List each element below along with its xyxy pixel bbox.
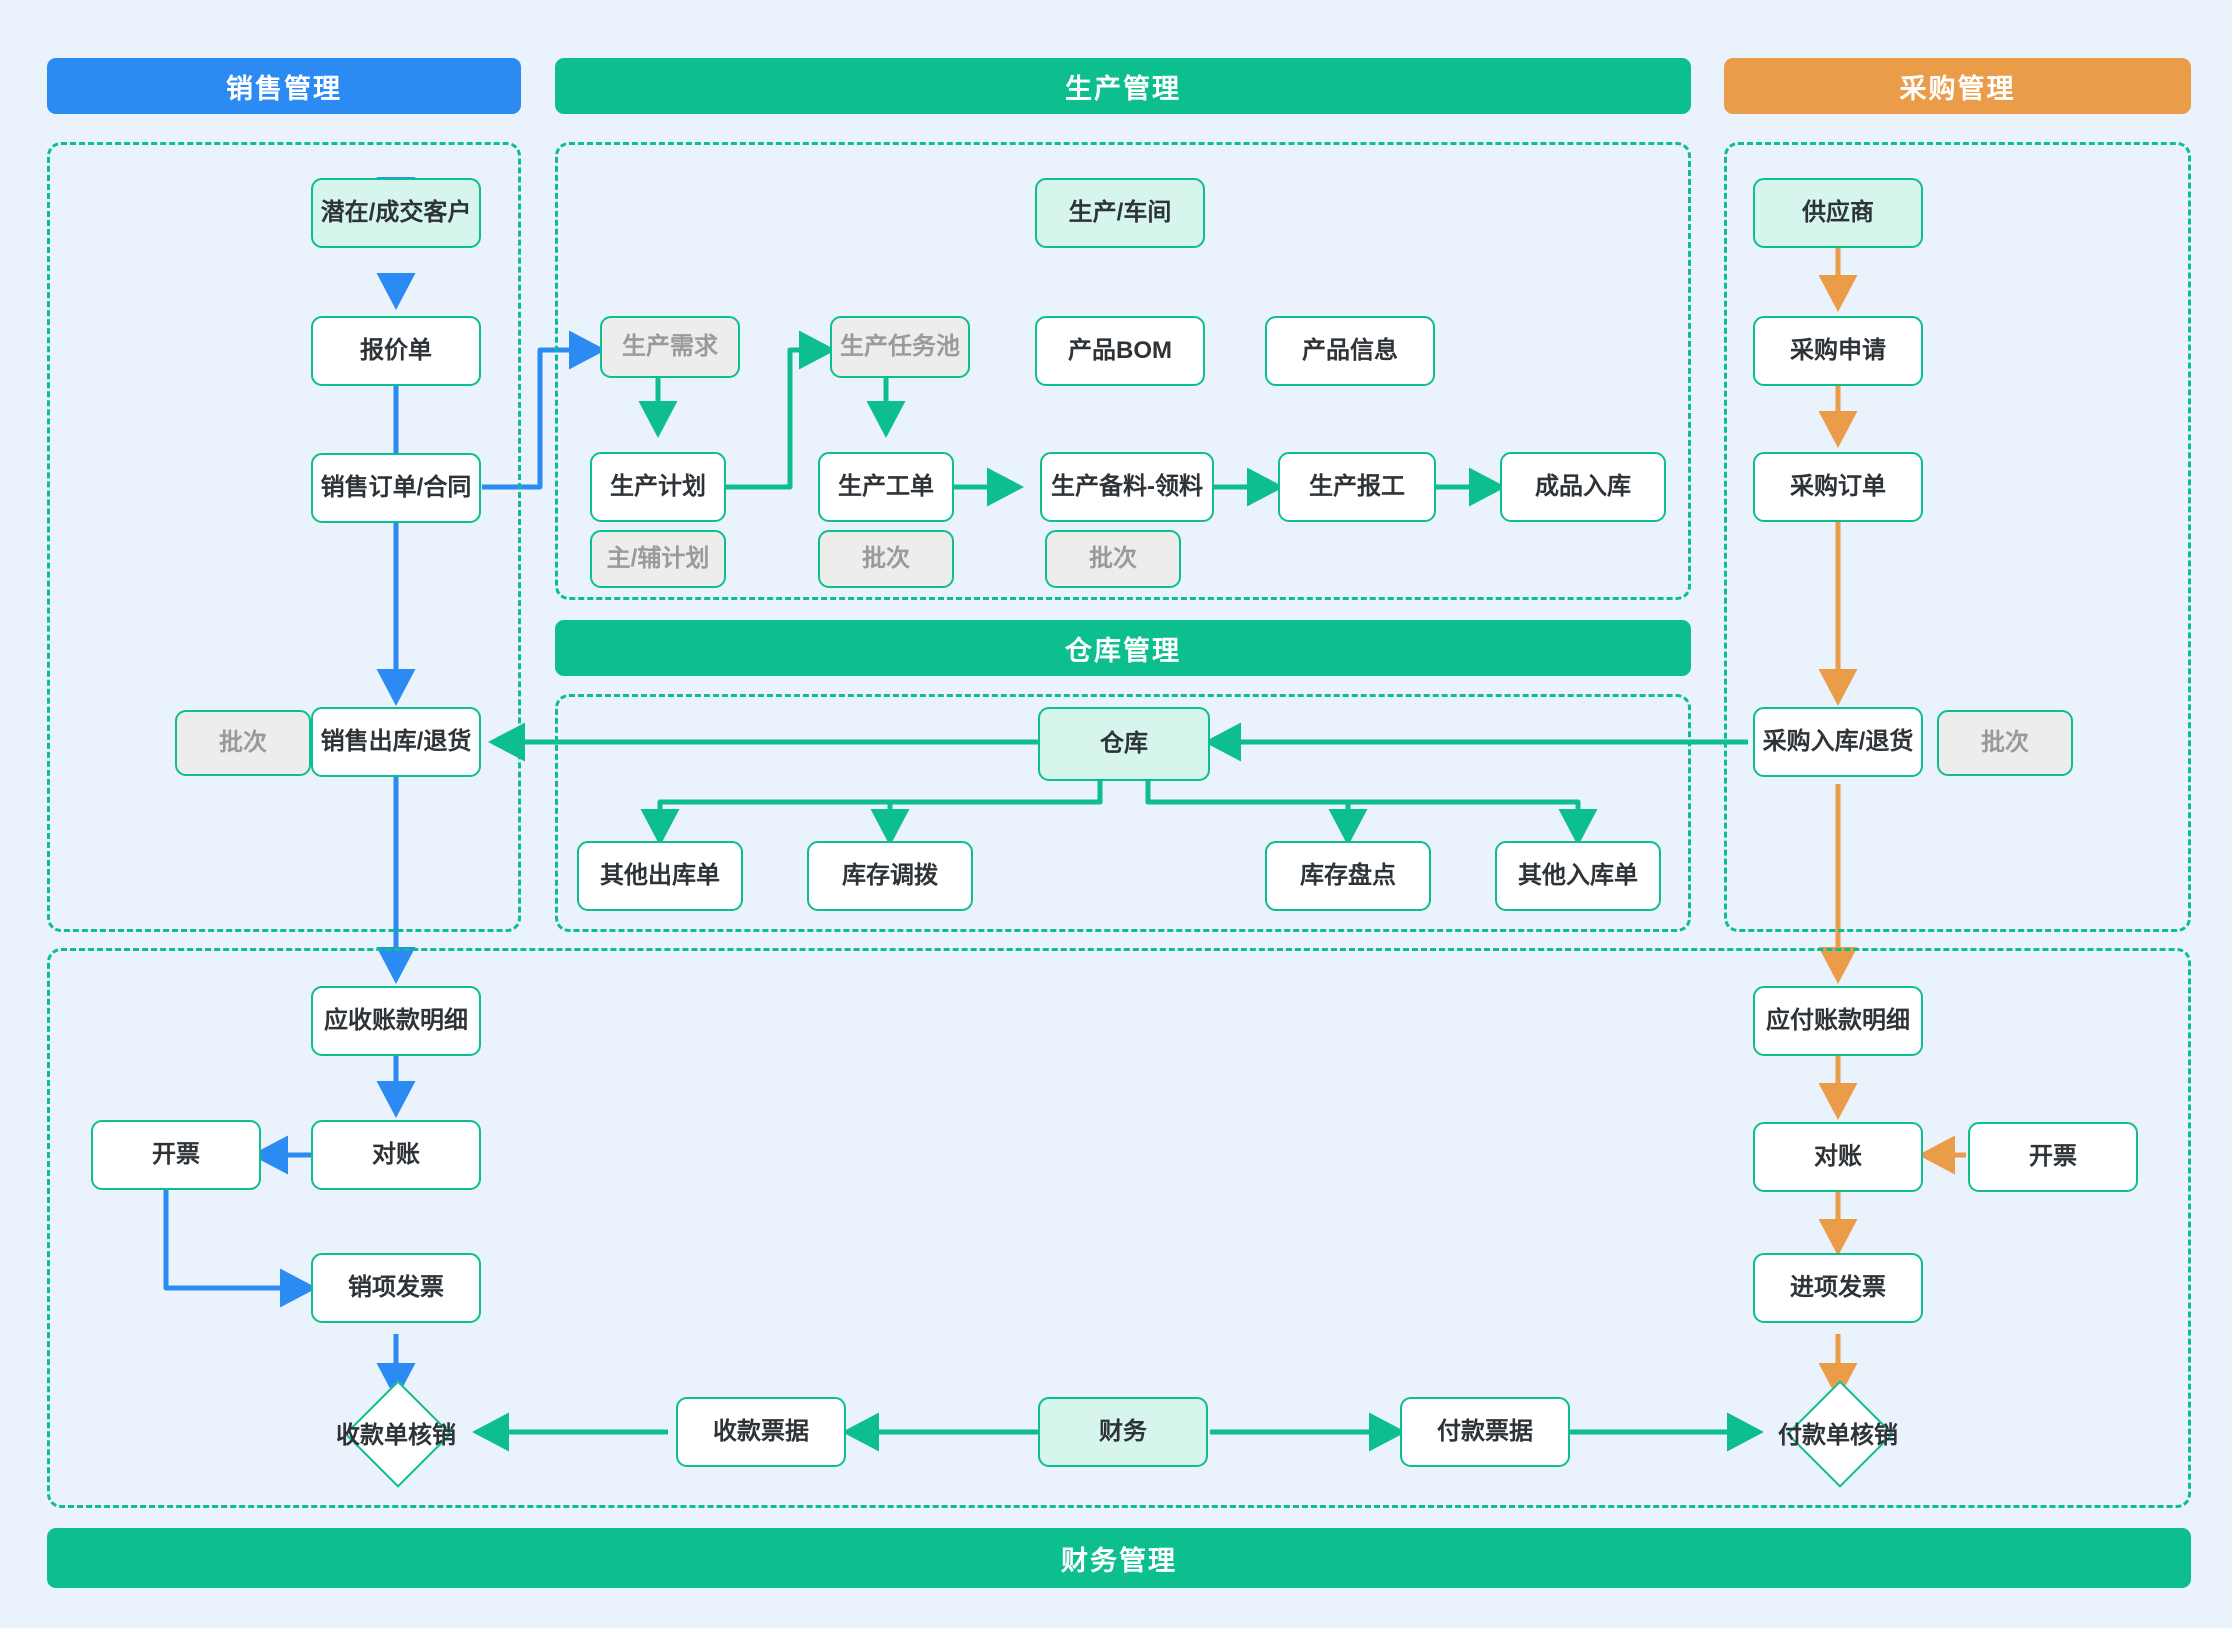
node-receipt-writeoff[interactable]: 收款单核销 bbox=[276, 1380, 516, 1488]
node-sales-order[interactable]: 销售订单/合同 bbox=[311, 453, 481, 523]
banner-purchase: 采购管理 bbox=[1724, 58, 2191, 114]
node-sales-invoicing[interactable]: 开票 bbox=[91, 1120, 261, 1190]
node-material-batch-tag: 批次 bbox=[1045, 530, 1181, 588]
node-workshop[interactable]: 生产/车间 bbox=[1035, 178, 1205, 248]
node-purchase-order[interactable]: 采购订单 bbox=[1753, 452, 1923, 522]
node-material-picking[interactable]: 生产备料-领料 bbox=[1040, 452, 1214, 522]
node-receipt-document[interactable]: 收款票据 bbox=[676, 1397, 846, 1467]
node-stock-count[interactable]: 库存盘点 bbox=[1265, 841, 1431, 911]
frame-purchase bbox=[1724, 142, 2191, 932]
node-other-outbound[interactable]: 其他出库单 bbox=[577, 841, 743, 911]
node-potential-customer[interactable]: 潜在/成交客户 bbox=[311, 178, 481, 248]
node-production-report[interactable]: 生产报工 bbox=[1278, 452, 1436, 522]
node-supplier[interactable]: 供应商 bbox=[1753, 178, 1923, 248]
node-production-demand[interactable]: 生产需求 bbox=[600, 316, 740, 378]
node-purchase-request[interactable]: 采购申请 bbox=[1753, 316, 1923, 386]
node-purchase-invoicing[interactable]: 开票 bbox=[1968, 1122, 2138, 1192]
node-purchase-reconcile[interactable]: 对账 bbox=[1753, 1122, 1923, 1192]
node-payment-document[interactable]: 付款票据 bbox=[1400, 1397, 1570, 1467]
node-receipt-writeoff-label: 收款单核销 bbox=[336, 1421, 456, 1449]
node-purchase-batch-tag: 批次 bbox=[1937, 710, 2073, 776]
node-product-info[interactable]: 产品信息 bbox=[1265, 316, 1435, 386]
banner-finance: 财务管理 bbox=[47, 1528, 2191, 1588]
node-other-inbound[interactable]: 其他入库单 bbox=[1495, 841, 1661, 911]
node-plan-type-tag: 主/辅计划 bbox=[590, 530, 726, 588]
node-input-invoice[interactable]: 进项发票 bbox=[1753, 1253, 1923, 1323]
banner-production: 生产管理 bbox=[555, 58, 1691, 114]
node-production-plan[interactable]: 生产计划 bbox=[590, 452, 726, 522]
frame-production bbox=[555, 142, 1691, 600]
node-purchase-inbound[interactable]: 采购入库/退货 bbox=[1753, 707, 1923, 777]
banner-sales: 销售管理 bbox=[47, 58, 521, 114]
node-product-bom[interactable]: 产品BOM bbox=[1035, 316, 1205, 386]
node-sales-outbound[interactable]: 销售出库/退货 bbox=[311, 707, 481, 777]
node-stock-transfer[interactable]: 库存调拨 bbox=[807, 841, 973, 911]
node-payment-writeoff[interactable]: 付款单核销 bbox=[1718, 1380, 1958, 1488]
node-ar-detail[interactable]: 应收账款明细 bbox=[311, 986, 481, 1056]
node-finished-goods-in[interactable]: 成品入库 bbox=[1500, 452, 1666, 522]
frame-finance bbox=[47, 948, 2191, 1508]
banner-warehouse: 仓库管理 bbox=[555, 620, 1691, 676]
node-ap-detail[interactable]: 应付账款明细 bbox=[1753, 986, 1923, 1056]
node-warehouse[interactable]: 仓库 bbox=[1038, 707, 1210, 781]
node-sales-reconcile[interactable]: 对账 bbox=[311, 1120, 481, 1190]
node-work-order[interactable]: 生产工单 bbox=[818, 452, 954, 522]
node-task-pool[interactable]: 生产任务池 bbox=[830, 316, 970, 378]
node-payment-writeoff-label: 付款单核销 bbox=[1778, 1421, 1898, 1449]
node-sales-batch-tag: 批次 bbox=[175, 710, 311, 776]
node-output-invoice[interactable]: 销项发票 bbox=[311, 1253, 481, 1323]
node-quotation[interactable]: 报价单 bbox=[311, 316, 481, 386]
frame-warehouse bbox=[555, 694, 1691, 932]
frame-sales bbox=[47, 142, 521, 932]
node-finance[interactable]: 财务 bbox=[1038, 1397, 1208, 1467]
node-work-order-batch-tag: 批次 bbox=[818, 530, 954, 588]
